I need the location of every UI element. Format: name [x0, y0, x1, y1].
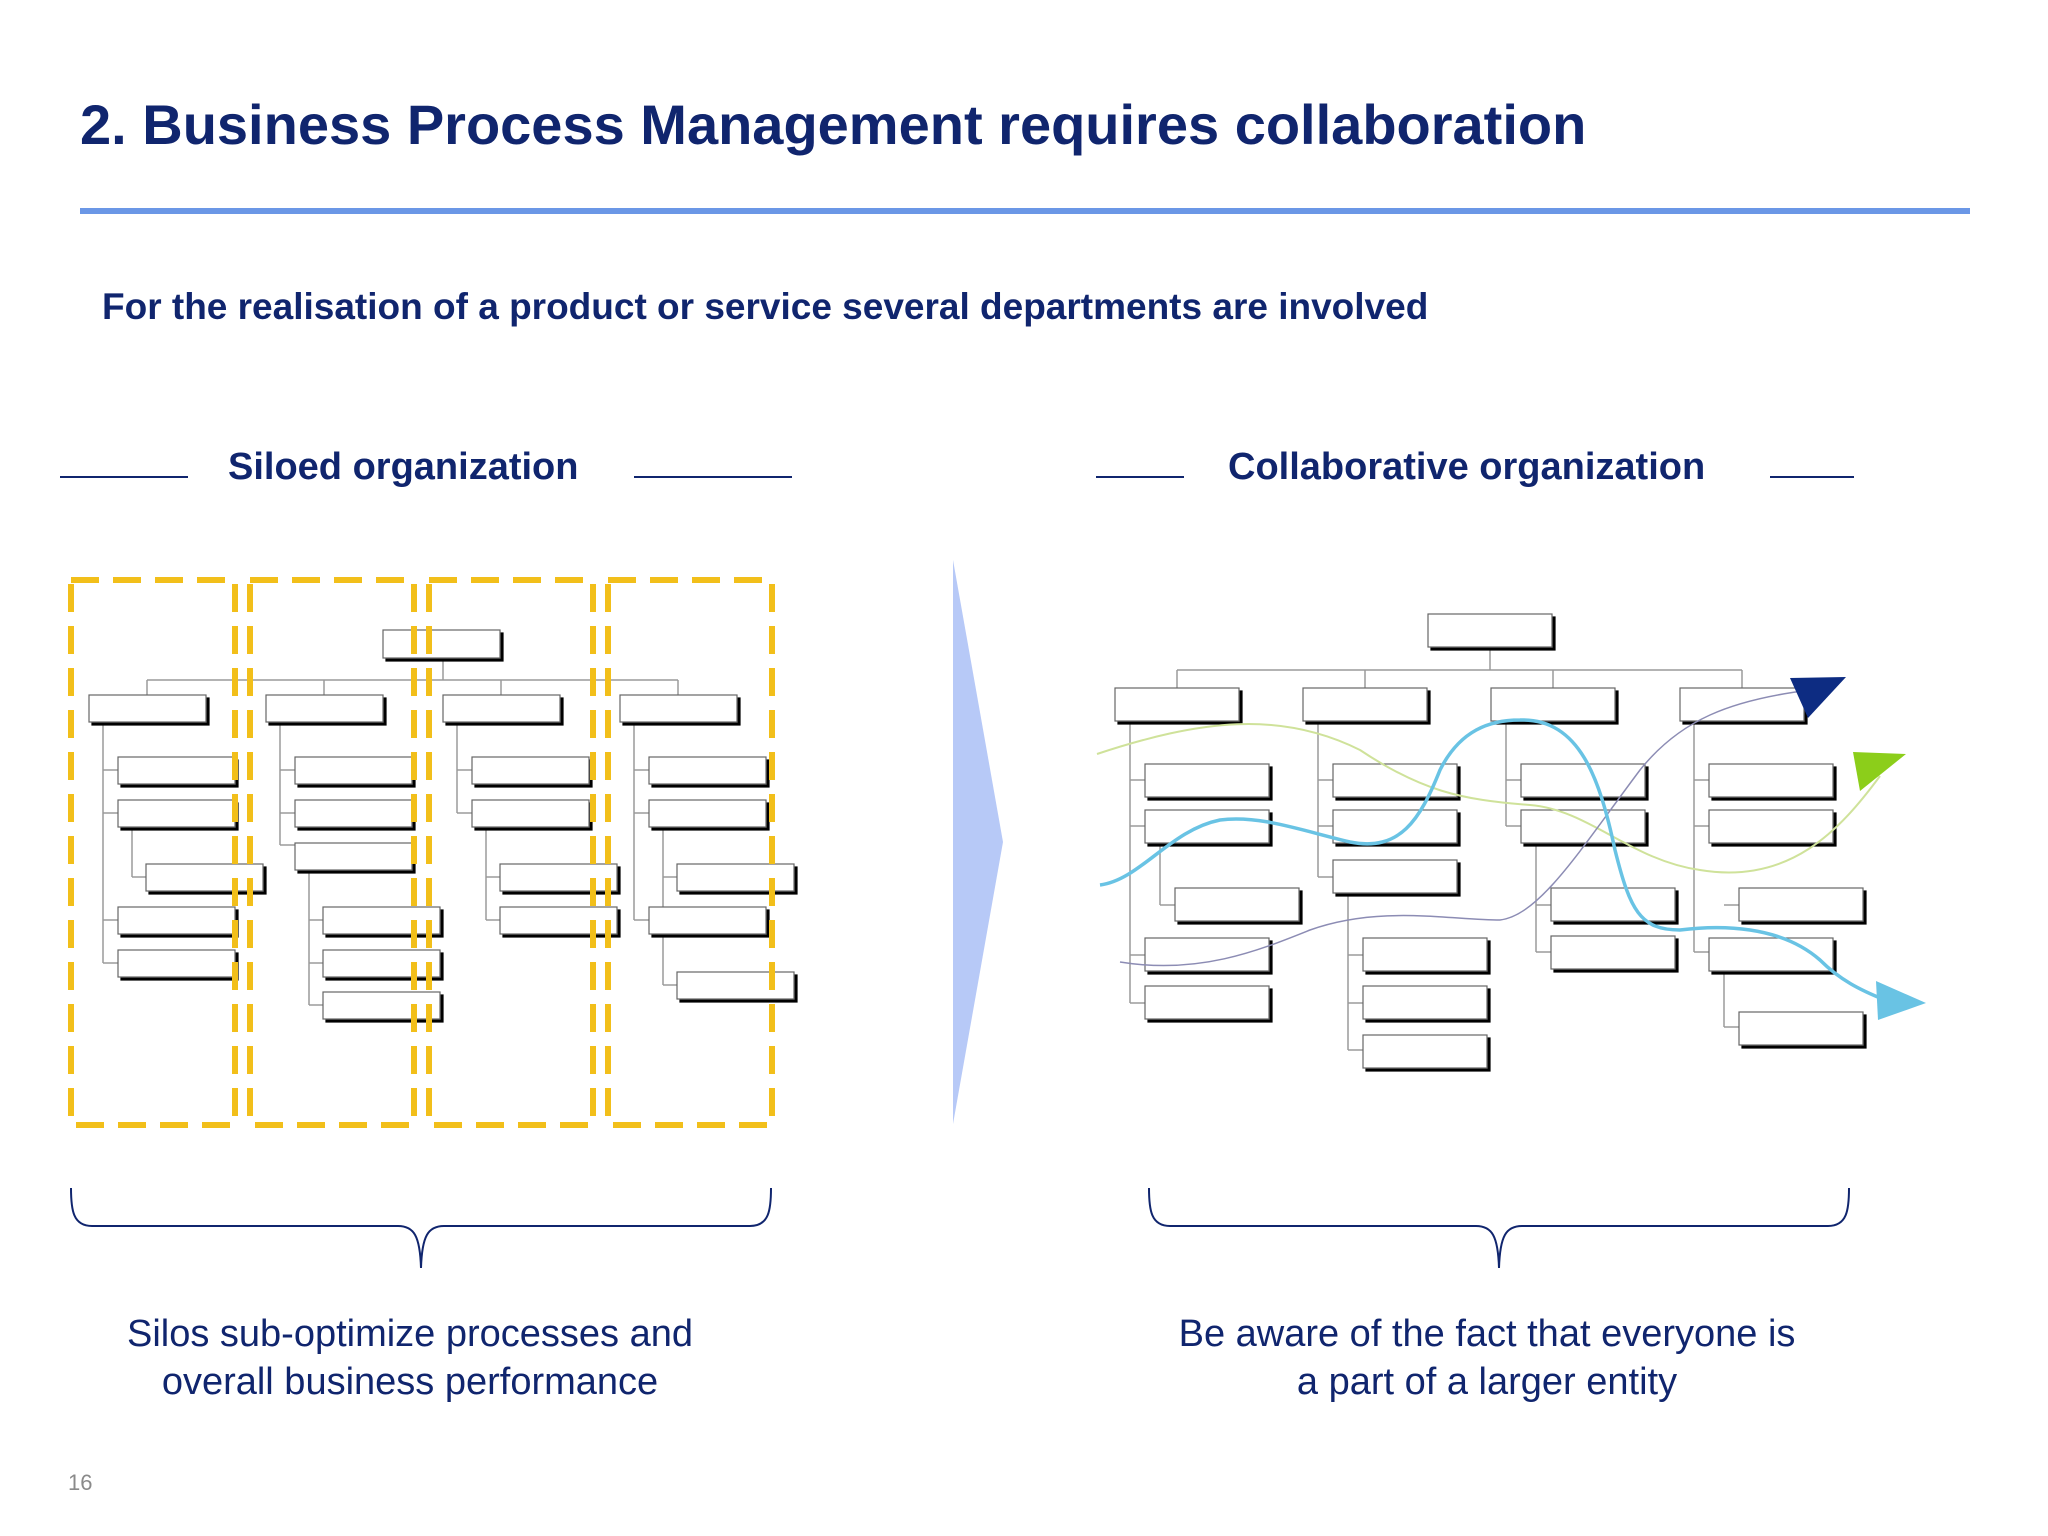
org-box — [322, 949, 441, 978]
flow-arrowhead-green — [1853, 752, 1906, 791]
org-box — [294, 799, 413, 828]
siloed-heading-line-right — [634, 476, 792, 478]
org-box — [648, 799, 767, 828]
collab-heading-line-right — [1770, 476, 1854, 478]
silo-frame-4 — [605, 577, 775, 1128]
brace-left — [70, 1187, 772, 1269]
org-box — [676, 971, 795, 1000]
org-box — [499, 906, 618, 935]
collab-org-chart — [1129, 648, 1743, 1051]
brace-right — [1148, 1187, 1850, 1269]
collab-caption-line-1: Be aware of the fact that everyone is — [1178, 1313, 1796, 1355]
org-box — [1520, 809, 1646, 844]
org-box — [382, 629, 501, 659]
page-number: 16 — [68, 1470, 93, 1495]
org-box — [117, 906, 236, 935]
title-divider — [80, 208, 1970, 214]
org-box — [1302, 687, 1428, 722]
org-box — [619, 694, 738, 723]
flow-arrowhead-dark-blue — [1790, 677, 1846, 718]
collab-heading-line-left — [1096, 476, 1184, 478]
flow-green — [1096, 723, 1881, 874]
org-box — [676, 863, 795, 892]
org-box — [1490, 687, 1616, 722]
flow-arrowhead-light-blue — [1876, 981, 1926, 1020]
org-box — [1114, 687, 1240, 722]
org-box — [1520, 763, 1646, 798]
flow-light-blue — [1099, 718, 1886, 1002]
siloed-caption-line-2: overall business performance — [161, 1361, 659, 1403]
slide-subtitle: For the realisation of a product or serv… — [102, 286, 1429, 327]
org-box — [294, 842, 413, 871]
org-box — [117, 756, 236, 785]
org-box — [1738, 1011, 1864, 1046]
slide-title: 2. Business Process Management requires … — [80, 93, 1587, 156]
org-box — [145, 863, 264, 892]
siloed-heading: Siloed organization — [228, 446, 579, 488]
process-flows — [1096, 689, 1886, 1002]
siloed-caption: Silos sub-optimize processes and overall… — [30, 1310, 790, 1406]
org-box — [1362, 1034, 1488, 1069]
org-box — [1332, 859, 1458, 894]
org-box — [1362, 937, 1488, 972]
org-box — [117, 949, 236, 978]
org-box — [1427, 613, 1553, 648]
org-box — [322, 991, 441, 1020]
collab-org-boxes — [1114, 613, 1864, 1069]
silo-frame-2 — [247, 577, 417, 1128]
org-box — [294, 756, 413, 785]
org-box — [1708, 809, 1834, 844]
org-box — [471, 799, 590, 828]
org-box — [1332, 763, 1458, 798]
collab-heading: Collaborative organization — [1228, 446, 1706, 488]
collab-caption: Be aware of the fact that everyone is a … — [1107, 1310, 1867, 1406]
org-box — [1550, 935, 1676, 970]
org-box — [1362, 985, 1488, 1020]
silo-frame-1 — [68, 577, 238, 1128]
org-box — [1144, 809, 1270, 844]
siloed-heading-line-left — [60, 476, 188, 478]
org-box — [471, 756, 590, 785]
org-box — [648, 756, 767, 785]
org-box — [1738, 887, 1864, 922]
org-box — [1708, 763, 1834, 798]
org-box — [265, 694, 384, 723]
org-box — [442, 694, 561, 723]
org-box — [1144, 985, 1270, 1020]
silo-frame-3 — [426, 577, 596, 1128]
org-box — [499, 863, 618, 892]
flow-purple — [1119, 689, 1811, 967]
siloed-org-boxes — [88, 629, 795, 1020]
collab-caption-line-2: a part of a larger entity — [1296, 1361, 1678, 1403]
transition-arrow — [953, 560, 1003, 1124]
silo-frames — [68, 577, 775, 1128]
org-box — [648, 906, 767, 935]
org-box — [1174, 887, 1300, 922]
org-box — [88, 694, 207, 723]
org-box — [117, 799, 236, 828]
org-box — [1144, 763, 1270, 798]
org-box — [322, 906, 441, 935]
org-box — [1550, 887, 1676, 922]
siloed-caption-line-1: Silos sub-optimize processes and — [126, 1313, 694, 1355]
